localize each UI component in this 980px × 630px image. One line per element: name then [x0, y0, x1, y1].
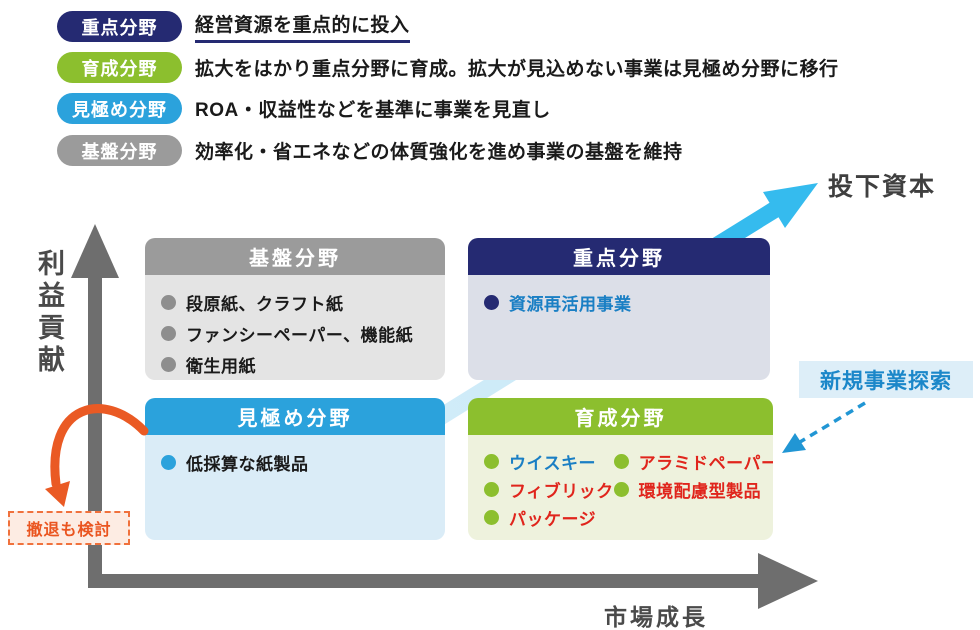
bullet-icon [484, 453, 499, 469]
legend-row-juten: 重点分野 経営資源を重点的に投入 [57, 10, 410, 43]
list-item: フィブリック [484, 475, 614, 503]
quadrant-juten: 重点分野 資源再活用事業 [468, 238, 770, 380]
withdrawal-arrowhead-icon [45, 481, 70, 507]
item-label: パッケージ [509, 509, 597, 529]
legend-pill-kiban: 基盤分野 [57, 135, 182, 166]
new-business-label: 新規事業探索 [799, 361, 973, 398]
item-label: ウイスキー [509, 453, 596, 473]
item-label: 環境配慮型製品 [638, 481, 762, 501]
bullet-icon [484, 509, 499, 525]
list-item: パッケージ [484, 503, 614, 531]
quadrant-mikiwame-body: 低採算な紙製品 [145, 435, 445, 540]
item-label: 資源再活用事業 [509, 295, 632, 314]
withdrawal-arrow [50, 404, 149, 489]
bullet-icon [161, 357, 176, 372]
item-label: 段原紙、クラフト紙 [186, 295, 344, 314]
y-axis-arrowhead [71, 224, 119, 278]
item-label: 衛生用紙 [186, 357, 256, 376]
invested-capital-label: 投下資本 [828, 173, 937, 201]
item-label: 低採算な紙製品 [186, 455, 309, 474]
quadrant-ikusei-title: 育成分野 [468, 398, 773, 435]
bullet-icon [161, 295, 176, 310]
list-item: ファンシーペーパー、機能紙 [161, 318, 429, 349]
list-item: 環境配慮型製品 [613, 475, 773, 503]
legend-desc-ikusei: 拡大をはかり重点分野に育成。拡大が見込めない事業は見極め分野に移行 [195, 59, 839, 80]
item-label: フィブリック [509, 481, 614, 501]
quadrant-juten-title: 重点分野 [468, 238, 770, 275]
quadrant-ikusei: 育成分野 ウイスキー フィブリック パッケージ アラミ [468, 398, 773, 540]
list-item: ウイスキー [484, 447, 614, 475]
item-label: アラミドペーパー [638, 453, 773, 473]
list-item: 低採算な紙製品 [161, 447, 429, 478]
quadrant-ikusei-body: ウイスキー フィブリック パッケージ アラミドペーパー 環境 [468, 435, 773, 540]
legend-desc-mikiwame: ROA・収益性などを基準に事業を見直し [195, 100, 551, 121]
new-business-dashed-arrow [799, 401, 866, 444]
legend-row-mikiwame: 見極め分野 ROA・収益性などを基準に事業を見直し [57, 93, 551, 124]
legend-pill-juten: 重点分野 [57, 11, 182, 42]
bullet-icon [484, 295, 499, 310]
legend-desc-juten: 経営資源を重点的に投入 [195, 10, 410, 43]
item-label: ファンシーペーパー、機能紙 [186, 326, 414, 345]
x-axis-label: 市場成長 [604, 604, 708, 630]
legend-desc-kiban: 効率化・省エネなどの体質強化を進め事業の基盤を維持 [195, 142, 683, 163]
ikusei-column-1: ウイスキー フィブリック パッケージ [484, 447, 614, 531]
quadrant-juten-body: 資源再活用事業 [468, 275, 770, 380]
legend-row-ikusei: 育成分野 拡大をはかり重点分野に育成。拡大が見込めない事業は見極め分野に移行 [57, 52, 839, 83]
list-item: 段原紙、クラフト紙 [161, 287, 429, 318]
list-item: 衛生用紙 [161, 349, 429, 380]
legend-pill-ikusei: 育成分野 [57, 52, 182, 83]
new-business-arrowhead-icon [782, 433, 806, 453]
legend-row-kiban: 基盤分野 効率化・省エネなどの体質強化を進め事業の基盤を維持 [57, 135, 683, 166]
bullet-icon [613, 481, 629, 497]
list-item: 資源再活用事業 [484, 287, 754, 318]
bullet-icon [161, 326, 176, 341]
x-axis-shaft [88, 574, 760, 588]
x-axis-arrowhead [758, 553, 818, 609]
quadrant-kiban-title: 基盤分野 [145, 238, 445, 275]
quadrant-kiban-body: 段原紙、クラフト紙 ファンシーペーパー、機能紙 衛生用紙 [145, 275, 445, 380]
quadrant-kiban: 基盤分野 段原紙、クラフト紙 ファンシーペーパー、機能紙 衛生用紙 [145, 238, 445, 380]
y-axis-label: 利益貢献 [34, 249, 64, 377]
bullet-icon [613, 453, 629, 469]
bullet-icon [161, 455, 176, 470]
quadrant-mikiwame: 見極め分野 低採算な紙製品 [145, 398, 445, 540]
quadrant-mikiwame-title: 見極め分野 [145, 398, 445, 435]
ikusei-column-2: アラミドペーパー 環境配慮型製品 [613, 447, 773, 528]
legend-pill-mikiwame: 見極め分野 [57, 93, 182, 124]
withdrawal-label: 撤退も検討 [8, 511, 130, 545]
list-item: アラミドペーパー [613, 447, 773, 475]
bullet-icon [484, 481, 499, 497]
